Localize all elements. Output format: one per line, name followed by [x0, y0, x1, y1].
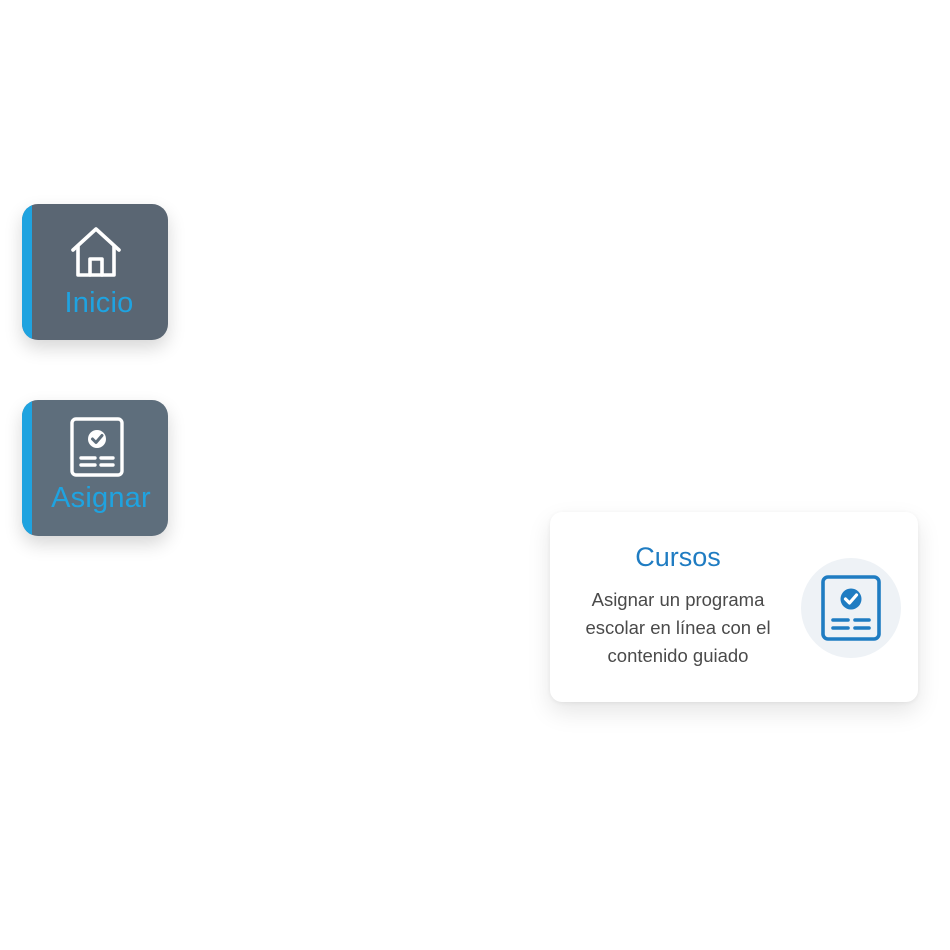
course-title: Cursos: [635, 542, 721, 572]
course-description-line: Asignar un programa: [591, 589, 765, 610]
nav-tile-asignar[interactable]: Asignar: [22, 400, 168, 536]
nav-tile-inicio[interactable]: Inicio: [22, 204, 168, 340]
assignment-check-icon: [26, 416, 168, 478]
course-icon-badge: [801, 558, 901, 658]
course-description-line: contenido guiado: [607, 645, 749, 666]
nav-label-inicio: Inicio: [64, 287, 134, 319]
assignment-check-icon: [821, 575, 881, 641]
course-description: Asignar un programa escolar en línea con…: [564, 586, 792, 670]
nav-label-asignar: Asignar: [51, 482, 151, 514]
course-card[interactable]: Cursos Asignar un programa escolar en lí…: [550, 512, 918, 702]
house-icon: [24, 224, 168, 280]
course-description-line: escolar en línea con el: [585, 617, 771, 638]
